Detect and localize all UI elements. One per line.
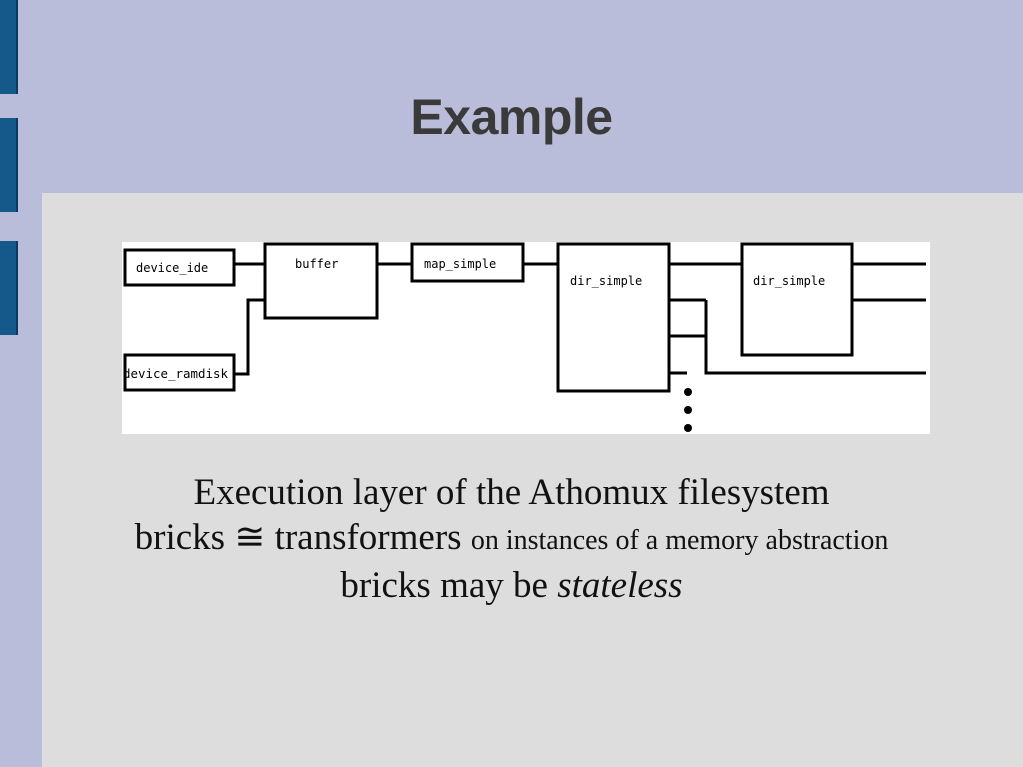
body-line-3-emphasis: stateless (557, 565, 683, 606)
body-line-1: Execution layer of the Athomux filesyste… (0, 470, 1023, 515)
body-line-2-small: on instances of a memory abstraction (470, 525, 889, 556)
label-map-simple: map_simple (424, 257, 496, 271)
body-line-2: bricks ≅ transformers on instances of a … (0, 515, 1023, 563)
continuation-dot-1 (684, 388, 692, 396)
side-tab-2 (0, 118, 18, 212)
label-dir-simple-2: dir_simple (753, 274, 825, 288)
brick-device-ide (123, 248, 236, 287)
brick-map-simple (410, 242, 525, 283)
side-tab-3 (0, 241, 18, 335)
brick-diagram-svg: device_ide device_ramdisk buffer map_sim… (123, 242, 926, 432)
wire-dir1-out-long (704, 300, 926, 375)
label-buffer: buffer (295, 257, 338, 271)
body-line-3-main: bricks may be (340, 565, 548, 606)
body-text: Execution layer of the Athomux filesyste… (0, 470, 1023, 608)
brick-diagram: device_ide device_ramdisk buffer map_sim… (122, 242, 930, 434)
continuation-dot-3 (684, 424, 692, 432)
body-line-3: bricks may be stateless (0, 563, 1023, 608)
wire-ramdisk-buffer (234, 298, 265, 376)
body-line-1-text: Execution layer of the Athomux filesyste… (193, 472, 830, 513)
brick-device-ramdisk (123, 353, 236, 392)
continuation-dot-2 (684, 406, 692, 414)
slide-title: Example (410, 89, 613, 145)
side-tab-1 (0, 0, 18, 94)
label-dir-simple-1: dir_simple (570, 274, 642, 288)
label-device-ramdisk: device_ramdisk (123, 367, 229, 381)
brick-dir-simple-2 (740, 242, 854, 357)
brick-dir-simple-1 (556, 242, 671, 393)
brick-buffer (263, 242, 379, 320)
body-line-2-main: bricks ≅ transformers (134, 517, 462, 558)
label-device-ide: device_ide (136, 261, 208, 275)
